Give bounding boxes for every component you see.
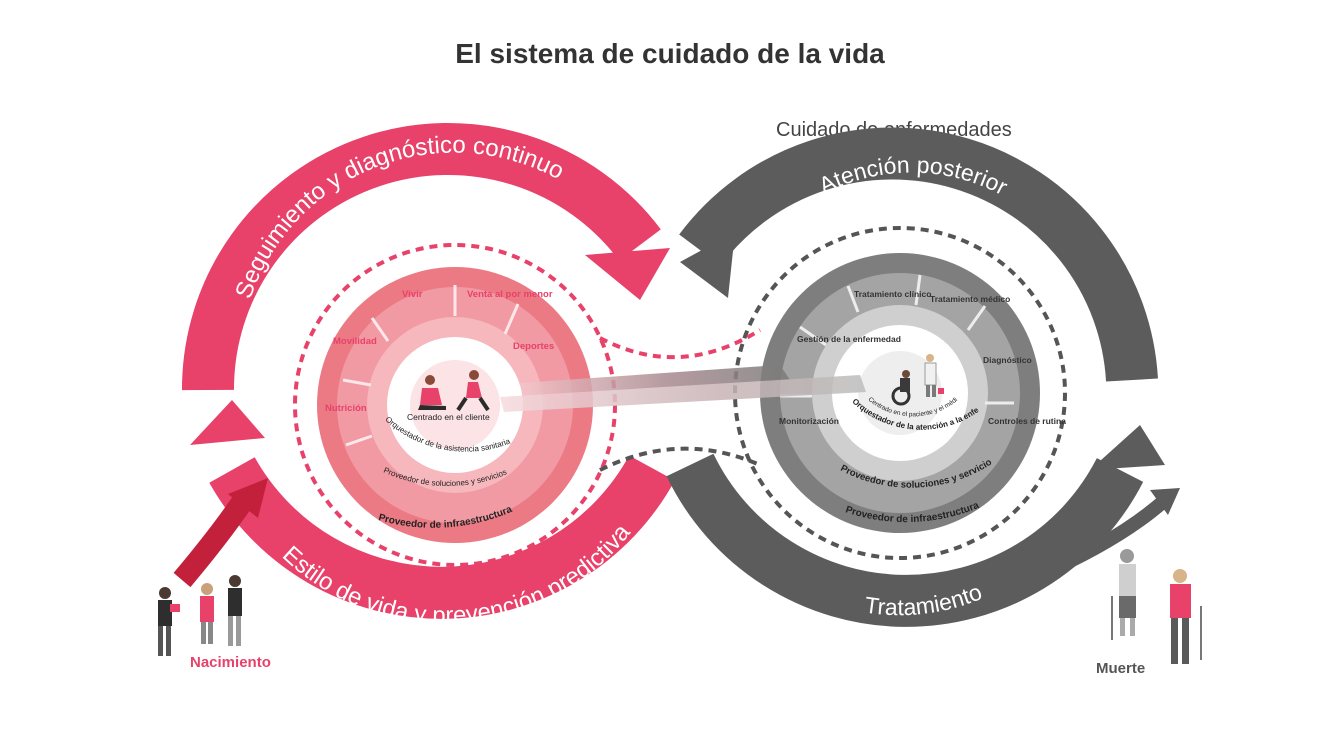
wellness-segment-nutricion: Nutrición bbox=[325, 403, 367, 414]
sickcare-segment-controles: Controles de rutina bbox=[988, 416, 1066, 426]
wellness-segment-vivir: Vivir bbox=[402, 289, 423, 300]
wellness-bottom-arrow bbox=[190, 400, 675, 619]
wellness-segment-deportes: Deportes bbox=[513, 341, 554, 352]
sickcare-top-arrow bbox=[679, 127, 1158, 382]
sickcare-segment-clinico: Tratamiento clínico bbox=[854, 289, 931, 299]
sickcare-segment-medico: Tratamiento médico bbox=[930, 294, 1010, 304]
sickcare-rings bbox=[760, 253, 1040, 533]
page-title: El sistema de cuidado de la vida bbox=[455, 38, 885, 69]
exit-arrow bbox=[1037, 488, 1180, 582]
birth-label: Nacimiento bbox=[190, 654, 271, 671]
sickcare-segment-gestion: Gestión de la enfermedad bbox=[797, 334, 901, 344]
birth-arrow bbox=[173, 478, 268, 588]
connecting-bands bbox=[500, 365, 866, 412]
wellness-people-icon bbox=[418, 370, 490, 412]
wellness-center-label: Centrado en el cliente bbox=[407, 412, 490, 422]
wellness-top-arrow bbox=[181, 123, 670, 391]
death-label: Muerte bbox=[1096, 660, 1146, 677]
sickcare-segment-monitorizacion: Monitorización bbox=[779, 416, 839, 426]
sickcare-segment-diagnostico: Diagnóstico bbox=[983, 355, 1032, 365]
patient-doctor-icon bbox=[891, 354, 944, 406]
wellness-rings bbox=[317, 267, 593, 543]
elderly-figures-icon bbox=[1111, 549, 1202, 664]
wellness-segment-movilidad: Movilidad bbox=[333, 336, 377, 347]
family-figures-icon bbox=[158, 575, 242, 656]
wellness-top-arc-label: Seguimiento y diagnóstico continuo bbox=[230, 132, 568, 303]
wellness-segment-retail-text: Venta al por menor bbox=[467, 289, 553, 300]
wellness-segment-retail: Venta al por menor bbox=[467, 289, 553, 300]
wellness-segment-dividers bbox=[342, 285, 520, 447]
sickcare-segment-dividers bbox=[780, 274, 1014, 405]
sickcare-bottom-arrow bbox=[666, 425, 1165, 627]
